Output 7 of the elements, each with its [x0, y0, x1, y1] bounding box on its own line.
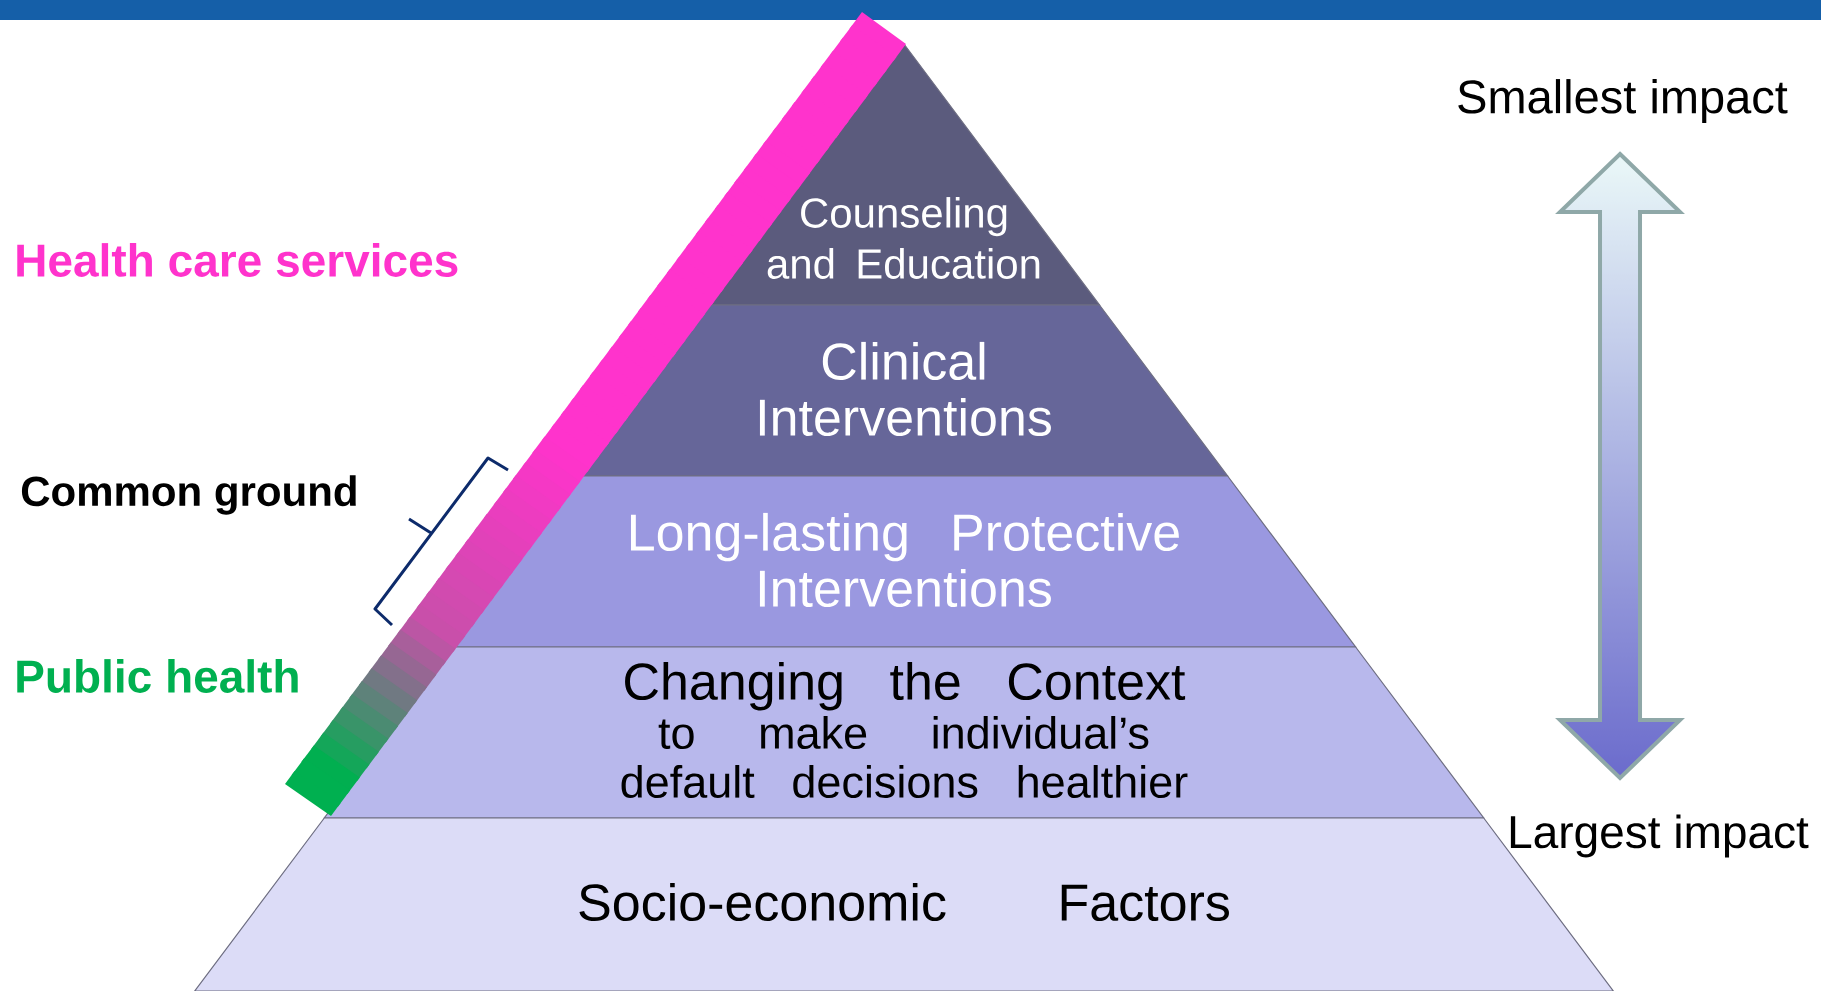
pyramid-layer: Clinical Interventions: [579, 304, 1229, 477]
pyramid-layer: Long-lasting Protective Interventions: [451, 475, 1357, 648]
label-text: Smallest impact: [1458, 79, 1788, 123]
label-text: Public health: [17, 659, 298, 693]
label-text: Health care services: [17, 243, 458, 277]
pyramid-layer: Changing the Context to make individual’s default decisions healthier: [323, 646, 1485, 819]
label-text: Common ground: [21, 475, 356, 515]
